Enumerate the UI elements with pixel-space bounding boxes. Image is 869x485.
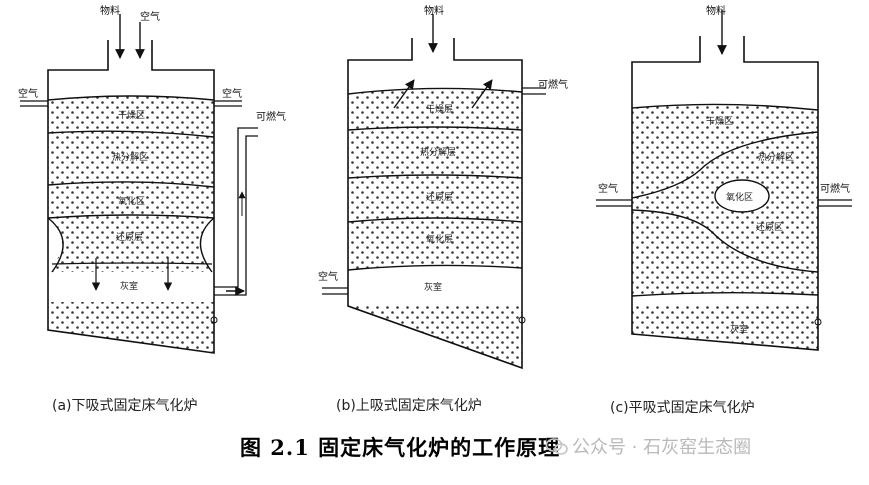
label-a-air-right: 空气 (222, 87, 242, 100)
label-a-zone-pyro: 热分解区 (112, 151, 148, 163)
label-b-material: 物料 (424, 4, 444, 17)
label-c-zone-reduce: 还原区 (756, 221, 783, 233)
watermark: 公众号 · 石灰窑生态圈 (545, 433, 752, 459)
label-a-gas-out: 可燃气 (256, 110, 286, 123)
diagram-b: 物料 可燃气 空气 干燥层 热分解层 还原层 氧化层 灰室 (b)上吸式固定床气… (318, 4, 568, 414)
caption-a: (a)下吸式固定床气化炉 (52, 398, 198, 414)
label-c-gas-out: 可燃气 (820, 182, 850, 195)
label-b-gas-out: 可燃气 (538, 78, 568, 91)
label-b-zone-pyro: 热分解层 (420, 146, 456, 158)
watermark-text: 公众号 · 石灰窑生态圈 (572, 437, 752, 458)
label-c-zone-oxid: 氧化区 (726, 191, 753, 203)
label-a-zone-dry: 干燥区 (118, 110, 145, 121)
diagram-a: 物料 空气 空气 空气 可燃气 干燥区 热分解区 氧化区 还原层 灰室 (a)下… (18, 4, 286, 414)
label-c-zone-dry: 干燥区 (706, 116, 733, 127)
label-a-zone-oxid: 氧化区 (118, 195, 145, 207)
wechat-icon (545, 438, 568, 456)
label-c-ash: 灰室 (730, 323, 748, 335)
label-c-zone-pyro: 热分解区 (758, 151, 794, 163)
label-a-air-left: 空气 (18, 87, 38, 100)
vessel-b (347, 38, 523, 370)
diagram-c: 物料 空气 可燃气 干燥区 热分解区 氧化区 还原区 灰室 (c)平吸式固定床气… (596, 4, 852, 416)
label-a-zone-reduce: 还原层 (116, 231, 143, 243)
label-c-material: 物料 (706, 4, 726, 17)
vessel-a (47, 40, 215, 354)
caption-b: (b)上吸式固定床气化炉 (336, 398, 482, 414)
bed-a-bottom (48, 302, 214, 353)
label-b-zone-dry: 干燥层 (426, 104, 453, 115)
label-b-zone-oxid: 氧化层 (426, 233, 453, 245)
label-b-zone-reduce: 还原层 (426, 191, 453, 203)
label-b-ash: 灰室 (424, 281, 442, 293)
bed-a-upper (48, 96, 214, 272)
figure-caption: 图 2.1 固定床气化炉的工作原理 (240, 435, 561, 460)
bed-b-upper (348, 88, 522, 270)
label-a-air-top: 空气 (140, 10, 160, 23)
label-b-air-in: 空气 (318, 270, 338, 283)
label-a-ash: 灰室 (120, 280, 138, 292)
label-a-material: 物料 (100, 4, 120, 17)
vessel-c (631, 36, 819, 351)
caption-c: (c)平吸式固定床气化炉 (610, 400, 755, 416)
label-c-air-in: 空气 (598, 182, 618, 195)
bed-c-bottom (632, 306, 818, 350)
